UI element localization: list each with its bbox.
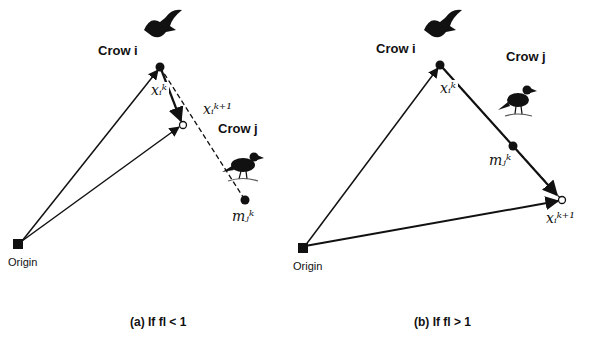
caption: (a) If fl < 1 bbox=[128, 316, 188, 330]
position-vector bbox=[22, 70, 158, 241]
crow-label: Crow i bbox=[96, 44, 140, 59]
origin-square bbox=[13, 239, 23, 249]
position-vector bbox=[22, 127, 179, 241]
position-label: xᵢᵏ bbox=[438, 80, 458, 96]
position-vector bbox=[305, 201, 558, 246]
crow-label: Crow j bbox=[216, 122, 260, 137]
memory-label: mⱼᵏ bbox=[230, 208, 256, 224]
new-position bbox=[180, 122, 187, 129]
position-vector bbox=[305, 68, 438, 246]
dashed-line bbox=[440, 65, 562, 200]
origin-square bbox=[298, 243, 308, 253]
crow-label: Crow i bbox=[374, 42, 418, 57]
crow-point bbox=[436, 61, 445, 70]
memory-point bbox=[509, 142, 518, 151]
move-vector bbox=[442, 67, 557, 195]
flying-crow bbox=[424, 10, 462, 38]
origin-label: Origin bbox=[291, 260, 324, 273]
memory-label: mⱼᵏ bbox=[487, 152, 513, 168]
crow-point bbox=[156, 63, 165, 72]
position-label: xᵢᵏ⁺¹ bbox=[544, 210, 577, 226]
sitting-crow bbox=[222, 153, 264, 182]
flying-crow bbox=[144, 10, 182, 38]
new-position bbox=[559, 197, 566, 204]
origin-label: Origin bbox=[6, 256, 39, 269]
memory-point bbox=[241, 196, 250, 205]
caption: (b) If fl > 1 bbox=[412, 316, 473, 330]
sitting-crow bbox=[498, 86, 537, 117]
crow-label: Crow j bbox=[504, 50, 548, 65]
position-label: xᵢᵏ bbox=[149, 82, 169, 98]
position-label: xᵢᵏ⁺¹ bbox=[201, 101, 234, 117]
